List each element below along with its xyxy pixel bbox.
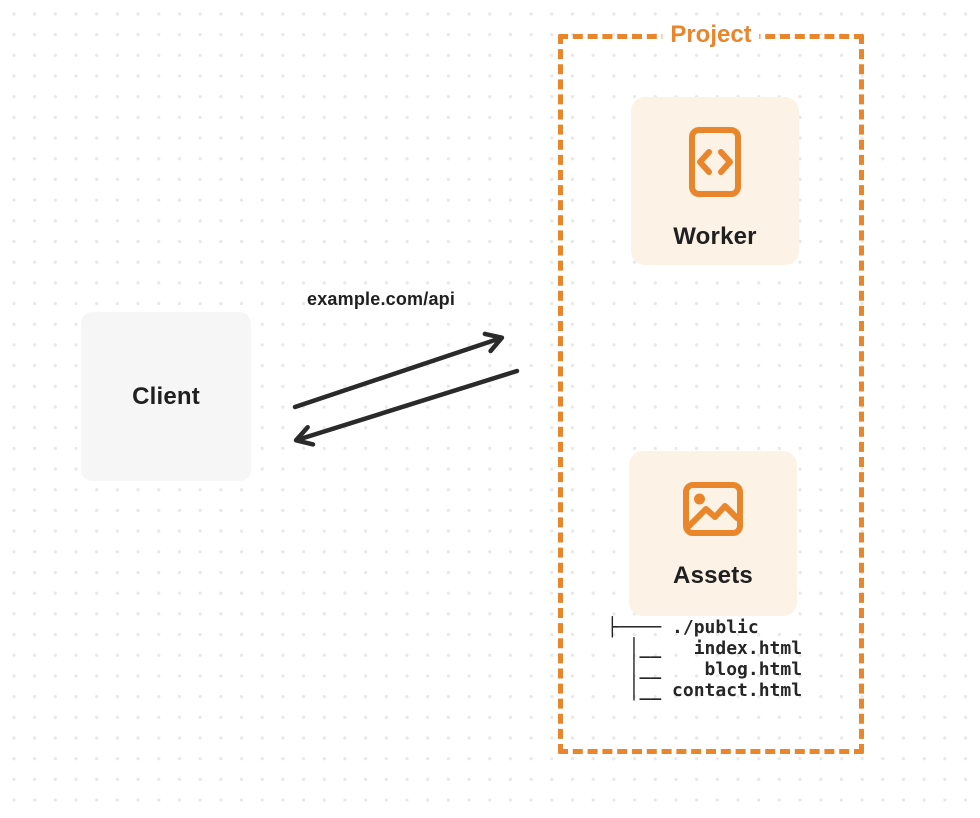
file-tree: ├──── ./public │__ index.html │__ blog.h… bbox=[607, 617, 803, 701]
assets-node-label: Assets bbox=[673, 562, 753, 589]
code-icon bbox=[689, 127, 741, 197]
client-node: Client bbox=[82, 313, 250, 480]
project-label: Project bbox=[662, 22, 760, 48]
image-icon bbox=[683, 482, 743, 536]
assets-node: Assets bbox=[629, 451, 797, 616]
client-node-label: Client bbox=[132, 382, 200, 410]
worker-node: Worker bbox=[631, 97, 799, 265]
request-url-label: example.com/api bbox=[307, 289, 456, 309]
response-arrow bbox=[293, 368, 520, 447]
project-boundary: Project Worker Assets ├──── ./public │__… bbox=[558, 22, 864, 754]
worker-node-label: Worker bbox=[673, 223, 757, 250]
request-arrow bbox=[292, 331, 505, 410]
